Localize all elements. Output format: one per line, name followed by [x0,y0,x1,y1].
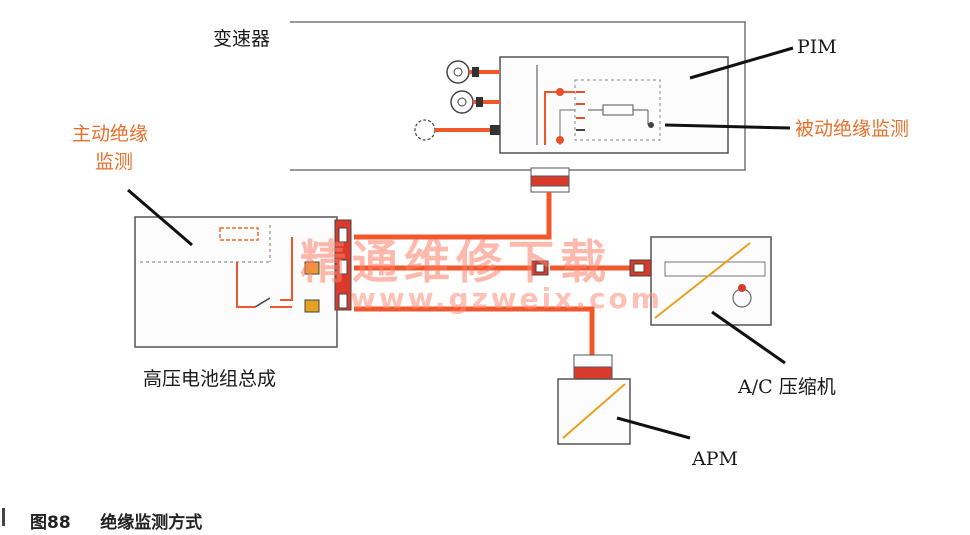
pim-connector [530,167,570,193]
motor-icon-3 [414,119,500,141]
passive-monitor-label: 被动绝缘监测 [795,118,910,140]
figure-title: 绝缘监测方式 [100,513,203,533]
pim-label: PIM [797,36,837,58]
hv-cables [354,192,630,355]
transmission-label: 变速器 [213,28,271,50]
battery-pack-label: 高压电池组总成 [143,368,277,390]
figure-number: 图88 [30,513,71,533]
apm-connector [573,354,613,380]
caption-marker [2,508,5,526]
figure-caption: 图88 绝缘监测方式 [2,508,203,533]
passive-monitor-circuit [544,79,661,145]
inline-connector [531,260,549,276]
motor-icon-1 [446,60,500,84]
leader-lines [127,46,794,440]
ac-compressor-internals [654,242,766,319]
active-monitor-circuit [219,227,293,308]
apm-label: APM [692,448,738,470]
ac-connector [629,259,652,277]
battery-connectors [304,219,352,313]
motor-icon-2 [450,90,500,114]
active-monitor-label-line2: 监测 [95,151,134,173]
ac-compressor-box [650,236,772,326]
ac-compressor-label: A/C 压缩机 [738,376,836,398]
transmission-housing [290,21,746,171]
active-monitor-label-line1: 主动绝缘 [72,123,149,145]
